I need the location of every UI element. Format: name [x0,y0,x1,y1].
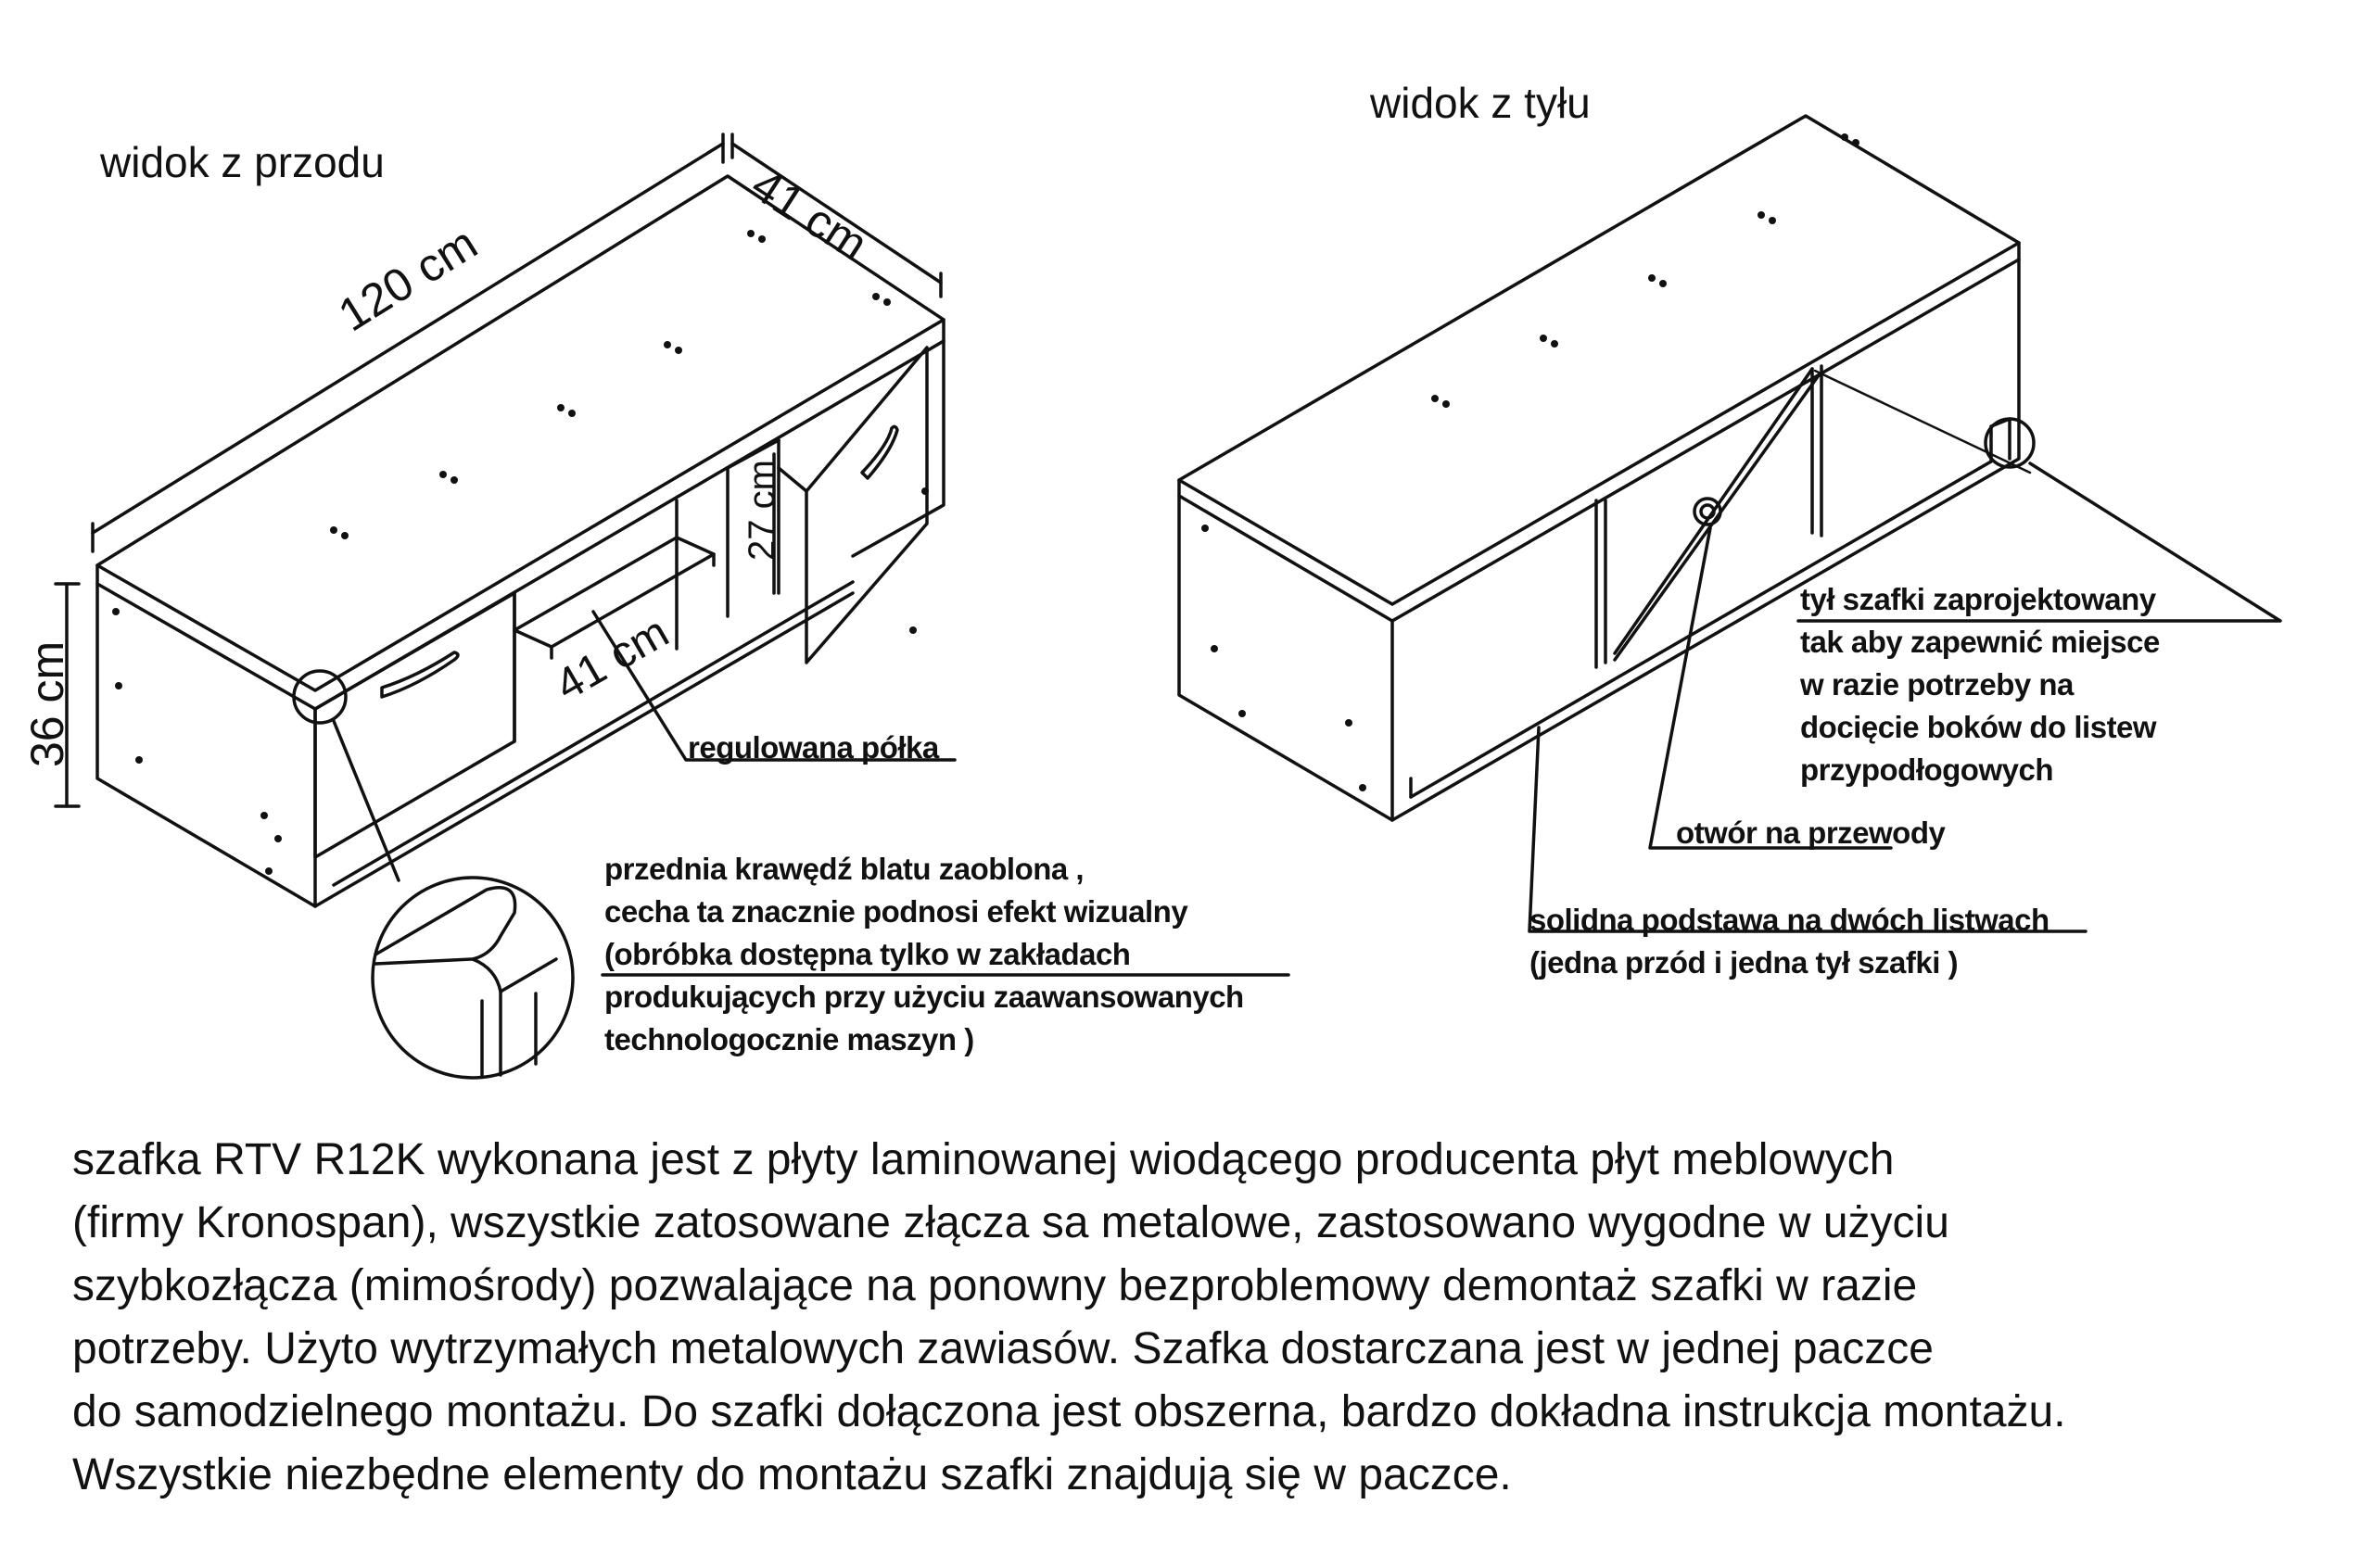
back-leader [1796,462,2282,623]
description-line: (firmy Kronospan), wszystkie zatosowane … [72,1198,1949,1247]
back-view-title: widok z tyłu [1370,79,1591,127]
description-line: do samodzielnego montażu. Do szafki dołą… [72,1387,2066,1436]
front-view-title: widok z przodu [100,138,385,186]
height-dimension-label: 36 cm [21,640,73,767]
edge-detail [371,876,1290,1080]
product-description: szafka RTV R12K wykonana jest z płyty la… [72,1129,2362,1507]
front-cabinet [95,174,945,908]
dimension-depth [730,133,943,298]
description-line: szybkozłącza (mimośrody) pozwalające na … [72,1261,1918,1310]
shelf-height-label: 27 cm [742,460,782,561]
description-line: potrzeby. Użyto wytrzymałych metalowych … [72,1324,1934,1373]
description-line: szafka RTV R12K wykonana jest z płyty la… [72,1135,1895,1184]
base-leader [1528,726,2087,933]
description-line: Wszystkie niezbędne elementy do montażu … [72,1450,1512,1499]
shelf-leader [591,610,957,762]
shelf-note: regulowana półka [688,730,939,765]
dimension-width [91,133,725,553]
dimension-height [54,582,81,808]
edge-note: przednia krawędź blatu zaoblona , cecha … [604,852,1244,1056]
back-note: tył szafki zaprojektowany tak aby zapewn… [1800,582,2160,787]
back-leader-2 [1813,369,2032,474]
base-note: solidna podstawa na dwóch listwach (jedn… [1529,903,2049,980]
cable-hole-note: otwór na przewody [1676,816,1946,850]
back-cabinet [1177,114,2036,822]
cable-hole-leader [1648,526,1893,850]
